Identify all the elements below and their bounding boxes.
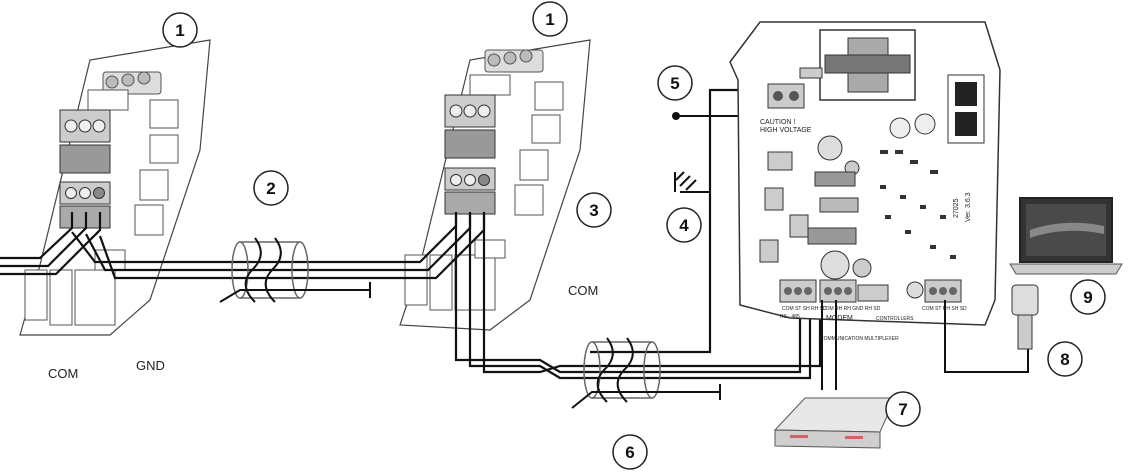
callout-1b: 1 [532, 1, 568, 37]
callout-2: 2 [253, 170, 289, 206]
usb-adapter [944, 284, 1039, 373]
svg-text:6: 6 [625, 443, 634, 462]
callout-9: 9 [1070, 279, 1106, 315]
caution-label-line1: CAUTION ! [760, 119, 795, 126]
board-version: Ver. 3.6.3 [965, 192, 972, 222]
controller-module-left [19, 39, 211, 336]
main-controller-board: CAUTION ! HIGH VOLTAGE 27025 Ver. 3.6.3 [729, 21, 1001, 342]
caution-label-line2: HIGH VOLTAGE [760, 127, 812, 134]
gnd-label-left: GND [136, 358, 165, 373]
svg-text:4: 4 [679, 216, 689, 235]
callout-4: 4 [666, 207, 702, 243]
bus-wires-left [0, 212, 102, 276]
com-label-left: COM [48, 366, 78, 381]
svg-text:9: 9 [1083, 288, 1092, 307]
rs485-label: RS - 485 [780, 314, 800, 320]
callout-7: 7 [885, 391, 921, 427]
callout-1a: 1 [162, 12, 198, 48]
cable-shield-6 [571, 337, 721, 409]
controllers-label: CONTROLLERS [876, 316, 914, 322]
terminal-mid-label: COM RH RH GND RH SD [822, 306, 881, 312]
svg-text:7: 7 [898, 400, 907, 419]
comm-multiplexer-label: COMMUNICATION MULTIPLEXER [820, 336, 899, 342]
svg-text:1: 1 [545, 10, 554, 29]
board-model: 27025 [953, 198, 960, 218]
com-label-middle: COM [568, 283, 598, 298]
modem-device [773, 300, 896, 449]
svg-text:5: 5 [670, 74, 679, 93]
cable-shield-2 [219, 237, 371, 303]
svg-text:1: 1 [175, 21, 184, 40]
terminal-left-label: COM ST SH RH SD [782, 306, 827, 312]
callout-6: 6 [612, 434, 648, 470]
laptop-computer [1009, 197, 1123, 275]
callout-3: 3 [576, 192, 612, 228]
modem-label: MODEM [826, 315, 853, 322]
callout-5: 5 [657, 65, 693, 101]
svg-text:2: 2 [266, 179, 275, 198]
controller-module-middle [399, 39, 591, 331]
ground-symbol [674, 171, 710, 193]
svg-text:8: 8 [1060, 350, 1069, 369]
svg-text:3: 3 [589, 201, 598, 220]
callout-8: 8 [1047, 341, 1083, 377]
